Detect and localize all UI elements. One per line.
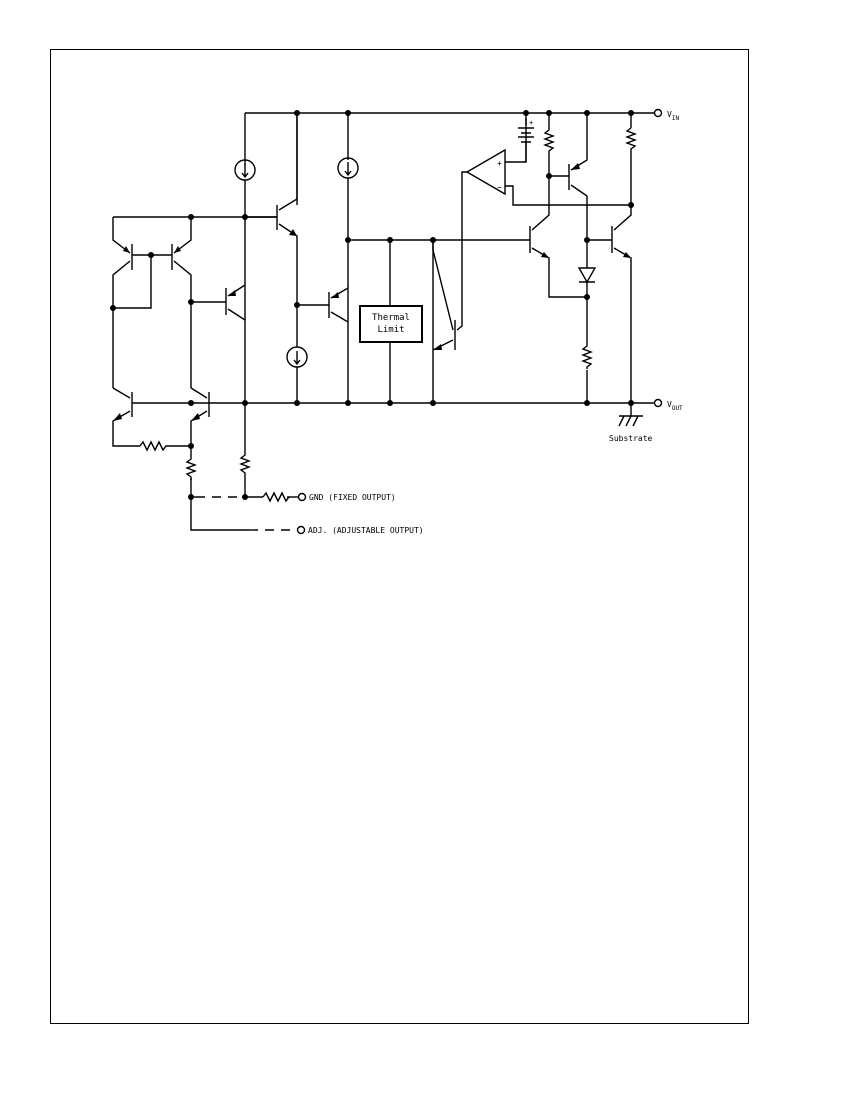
gnd-label: GND (FIXED OUTPUT): [309, 493, 396, 502]
thermal-limit-label-line1: Thermal: [372, 313, 410, 323]
page-border: [50, 49, 749, 1024]
reference-plus-sign: +: [529, 119, 533, 127]
vout-label: VOUT: [667, 400, 683, 412]
thermal-limit-label-line2: Limit: [377, 325, 404, 335]
opamp-plus-sign: +: [497, 159, 502, 168]
opamp-minus-sign: −: [497, 183, 502, 192]
substrate-label: Substrate: [609, 434, 653, 443]
junction-dots: [110, 110, 634, 500]
thermal-limit-box: [359, 305, 423, 343]
adj-label: ADJ. (ADJUSTABLE OUTPUT): [308, 526, 424, 535]
vin-label: VIN: [667, 110, 679, 122]
arrowheads: [113, 163, 631, 421]
terminal-circles: [296, 108, 663, 535]
